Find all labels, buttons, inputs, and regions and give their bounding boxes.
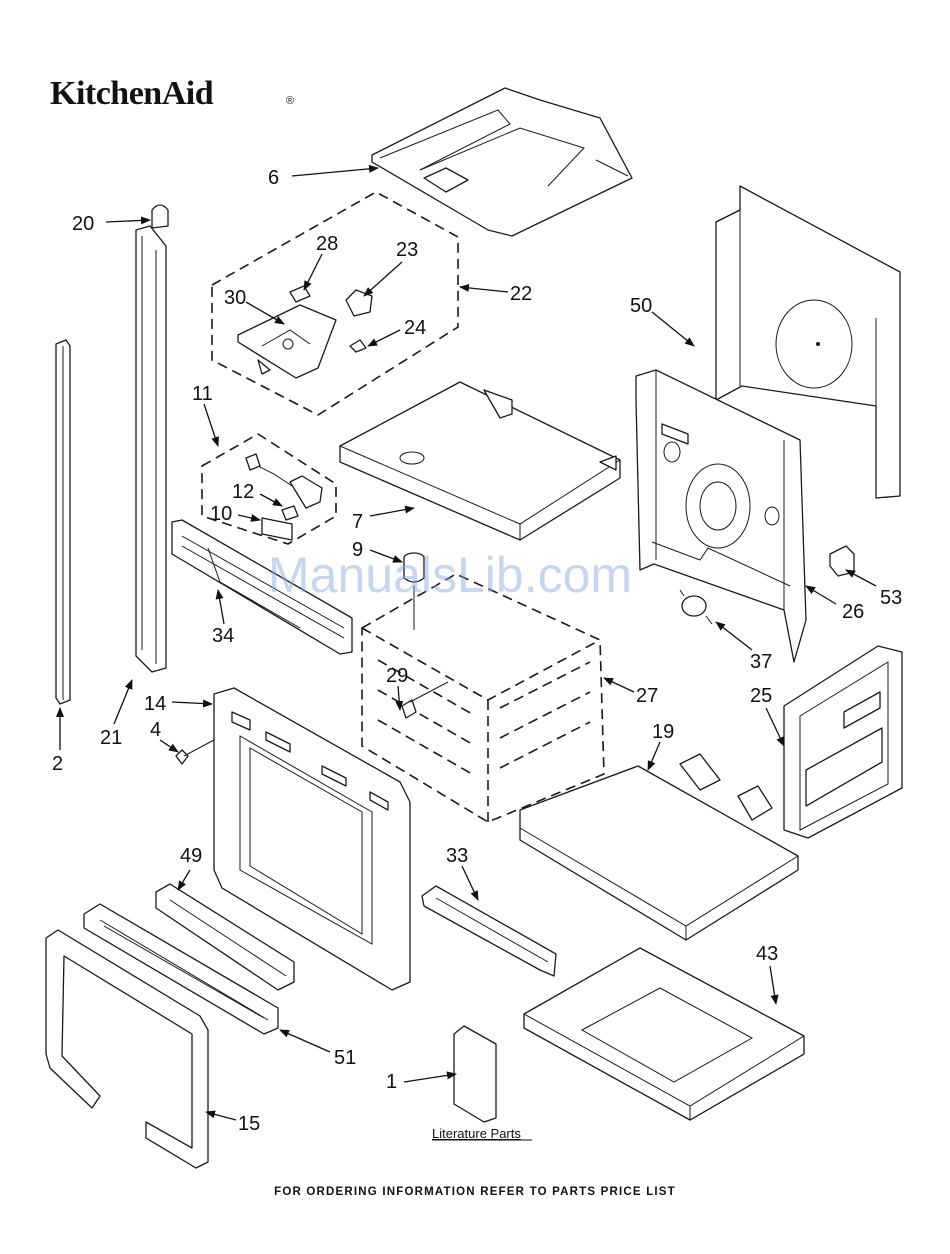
literature-parts-caption: Literature Parts: [432, 1126, 521, 1141]
callout-14: 14: [144, 693, 166, 715]
part-37-thermal-switch: [680, 590, 712, 624]
part-11-assembly-group: [202, 434, 336, 544]
part-6-top-shield: [372, 88, 632, 236]
callout-26: 26: [842, 601, 864, 623]
callout-1: 1: [386, 1071, 397, 1093]
callout-9: 9: [352, 539, 363, 561]
part-53-clip: [830, 546, 854, 576]
callout-29: 29: [386, 665, 408, 687]
footer-ordering-note: FOR ORDERING INFORMATION REFER TO PARTS …: [274, 1186, 676, 1198]
watermark: ManualsLib.com: [268, 547, 632, 603]
logo-text: KitchenAid: [50, 75, 214, 112]
callout-23: 23: [396, 239, 418, 261]
callout-19: 19: [652, 721, 674, 743]
callout-10: 10: [210, 503, 232, 525]
callout-30: 30: [224, 287, 246, 309]
registered-mark: ®: [286, 95, 294, 107]
callout-11: 11: [192, 383, 213, 405]
callout-43: 43: [756, 943, 778, 965]
callout-12: 12: [232, 481, 254, 503]
part-26-back-panel: [636, 370, 806, 662]
callout-7: 7: [352, 511, 363, 533]
callout-37: 37: [750, 651, 772, 673]
callout-27: 27: [636, 685, 658, 707]
callout-6: 6: [268, 167, 279, 189]
part-2-side-strip: [56, 340, 70, 704]
callout-34: 34: [212, 625, 234, 647]
kitchenaid-logo: KitchenAid ®: [50, 75, 294, 112]
part-19-bottom-cover: [520, 754, 798, 940]
callout-15: 15: [238, 1113, 260, 1135]
part-7-top-plate: [340, 382, 620, 540]
callout-22: 22: [510, 283, 532, 305]
callout-21: 21: [100, 727, 122, 749]
part-1-literature: [454, 1026, 496, 1122]
callout-20: 20: [72, 213, 94, 235]
part-4-screw: [176, 740, 214, 764]
callout-4: 4: [150, 719, 161, 741]
callout-24: 24: [404, 317, 426, 339]
part-25-side-panel: [784, 646, 902, 838]
part-21-side-rail: [136, 226, 166, 672]
callout-25: 25: [750, 685, 772, 707]
part-33-bracket: [422, 886, 556, 976]
callout-33: 33: [446, 845, 468, 867]
part-20-cap: [152, 205, 168, 228]
callout-28: 28: [316, 233, 338, 255]
callout-49: 49: [180, 845, 202, 867]
callout-53: 53: [880, 587, 902, 609]
callout-50: 50: [630, 295, 652, 317]
callout-2: 2: [52, 753, 63, 775]
part-43-bottom-tray: [524, 948, 804, 1120]
callout-51: 51: [334, 1047, 356, 1069]
